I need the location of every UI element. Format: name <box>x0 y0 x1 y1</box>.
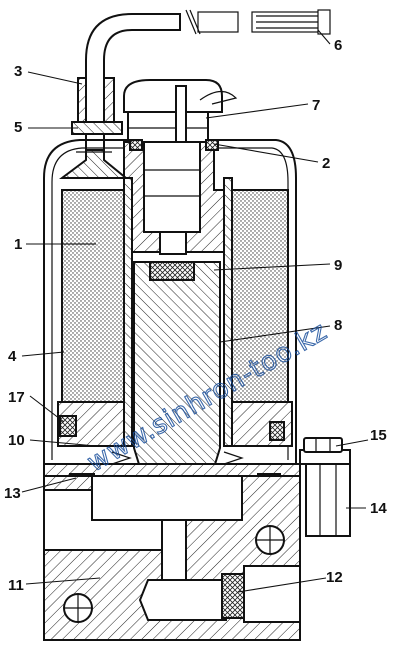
callout-labels: 3 5 1 4 17 10 13 11 6 7 2 9 8 15 14 12 <box>4 37 387 594</box>
callout-13: 13 <box>4 485 21 502</box>
valve-body <box>43 475 301 641</box>
callout-14: 14 <box>370 500 387 517</box>
callout-8: 8 <box>334 317 342 334</box>
callout-1: 1 <box>14 236 22 253</box>
screw <box>303 437 343 453</box>
callout-17: 17 <box>8 389 25 406</box>
callout-2: 2 <box>322 155 330 172</box>
callout-5: 5 <box>14 119 22 136</box>
callout-3: 3 <box>14 63 22 80</box>
callout-7: 7 <box>312 97 320 114</box>
callout-6: 6 <box>334 37 342 54</box>
cable-gland <box>71 77 123 135</box>
callout-10: 10 <box>8 432 25 449</box>
seals <box>59 415 285 441</box>
bracket <box>299 449 351 537</box>
cable-entry <box>59 149 129 179</box>
callout-12: 12 <box>326 569 343 586</box>
callout-11: 11 <box>8 577 24 594</box>
bobbin <box>57 177 293 447</box>
cable <box>85 9 331 151</box>
upper-pole <box>123 141 233 255</box>
callout-4: 4 <box>8 348 17 365</box>
leader-lines <box>21 29 369 593</box>
callout-9: 9 <box>334 257 342 274</box>
callout-15: 15 <box>370 427 387 444</box>
plunger <box>133 261 221 511</box>
